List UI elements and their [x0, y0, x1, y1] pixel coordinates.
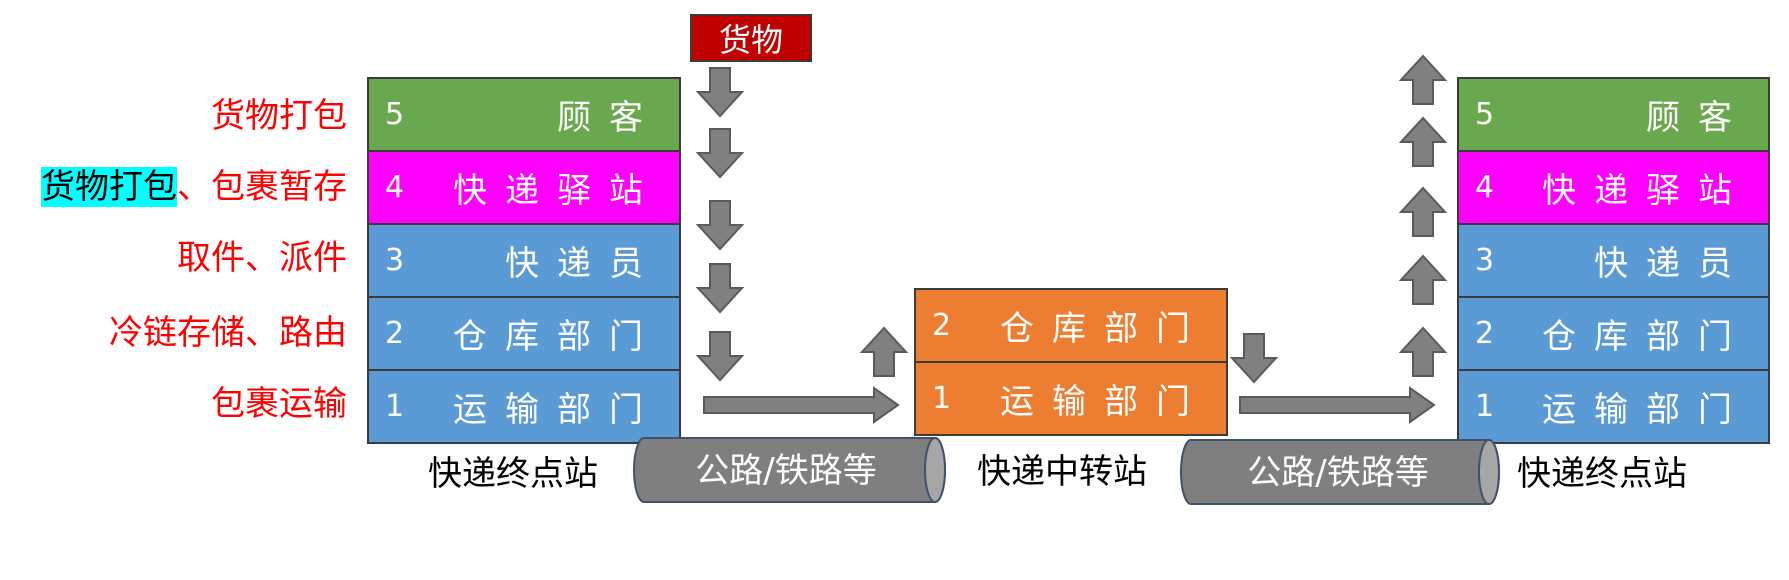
- highlighted-text: 货物打包: [41, 167, 177, 207]
- pipe-right-label: 公路/铁路等: [1247, 453, 1428, 493]
- station-middle-label: 快递中转站: [977, 452, 1147, 492]
- label-layer-5: 货物打包: [211, 96, 347, 136]
- station-left-label: 快递终点站: [428, 454, 598, 494]
- arrow-right-icon: [1239, 386, 1436, 424]
- arrow-up-icon: [861, 327, 907, 377]
- arrow-down-icon: [697, 331, 743, 381]
- station-right-label: 快递终点站: [1517, 454, 1687, 494]
- arrow-up-icon: [1400, 55, 1446, 105]
- label-layer-4: 货物打包、包裹暂存: [41, 167, 347, 207]
- arrow-down-icon: [697, 263, 743, 313]
- cargo-box: 货物: [690, 14, 812, 62]
- label-layer-3: 取件、派件: [177, 238, 347, 278]
- arrow-down-icon: [697, 200, 743, 250]
- arrow-up-icon: [1400, 327, 1446, 377]
- cargo-label: 货物: [718, 21, 783, 59]
- arrow-down-icon: [1231, 333, 1277, 383]
- pipe-left: 公路/铁路等: [633, 437, 946, 503]
- arrow-right-icon: [703, 386, 900, 424]
- label-layer-2: 冷链存储、路由: [109, 313, 347, 353]
- pipe-right: 公路/铁路等: [1180, 439, 1500, 505]
- arrow-up-icon: [1400, 117, 1446, 167]
- pipe-left-label: 公路/铁路等: [695, 451, 876, 491]
- label-layer-1: 包裹运输: [211, 384, 347, 424]
- arrow-down-icon: [697, 67, 743, 117]
- arrow-up-icon: [1400, 187, 1446, 237]
- arrow-down-icon: [697, 128, 743, 178]
- arrow-up-icon: [1400, 255, 1446, 305]
